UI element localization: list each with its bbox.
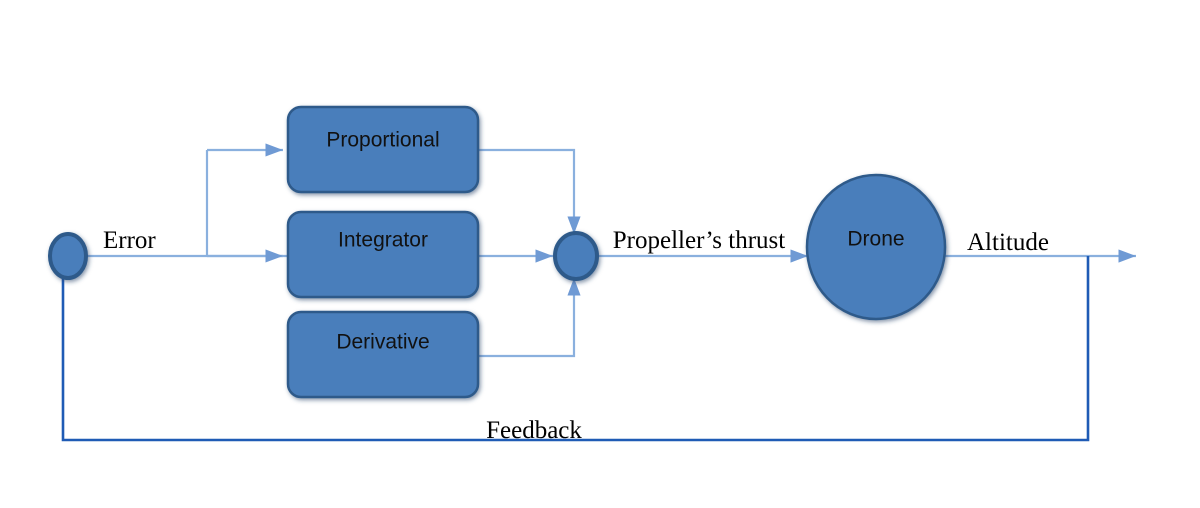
summing-junction-right[interactable] xyxy=(553,231,599,281)
block-derivative-shape[interactable] xyxy=(286,310,480,399)
label-feedback: Feedback xyxy=(486,417,582,444)
label-propellers-thrust: Propeller’s thrust xyxy=(613,227,785,254)
wire-proportional-to-sum xyxy=(478,148,581,234)
block-proportional[interactable]: Proportional xyxy=(286,105,480,194)
block-derivative-label: Derivative xyxy=(336,331,429,354)
label-altitude: Altitude xyxy=(967,229,1049,256)
block-derivative[interactable]: Derivative xyxy=(286,310,480,399)
signal-labels: Error Propeller’s thrust Altitude Feedba… xyxy=(103,227,1049,444)
signal-wiring xyxy=(78,143,1136,358)
block-proportional-shape[interactable] xyxy=(286,105,480,194)
summing-junction-left[interactable] xyxy=(48,232,88,280)
plant-drone-shape[interactable] xyxy=(805,173,947,321)
pid-blocks: Proportional Integrator Derivative xyxy=(286,105,480,399)
block-integrator-shape[interactable] xyxy=(286,210,480,299)
wire-derivative-to-sum xyxy=(478,278,581,358)
block-integrator-label: Integrator xyxy=(338,229,428,252)
label-error: Error xyxy=(103,227,156,254)
wire-feedback xyxy=(61,256,1090,442)
plant-drone[interactable]: Drone xyxy=(805,173,947,321)
block-proportional-label: Proportional xyxy=(326,129,439,152)
diagram-nodes: Drone xyxy=(48,173,947,321)
block-integrator[interactable]: Integrator xyxy=(286,210,480,299)
feedback-wiring xyxy=(61,256,1090,442)
plant-drone-label: Drone xyxy=(847,228,904,251)
